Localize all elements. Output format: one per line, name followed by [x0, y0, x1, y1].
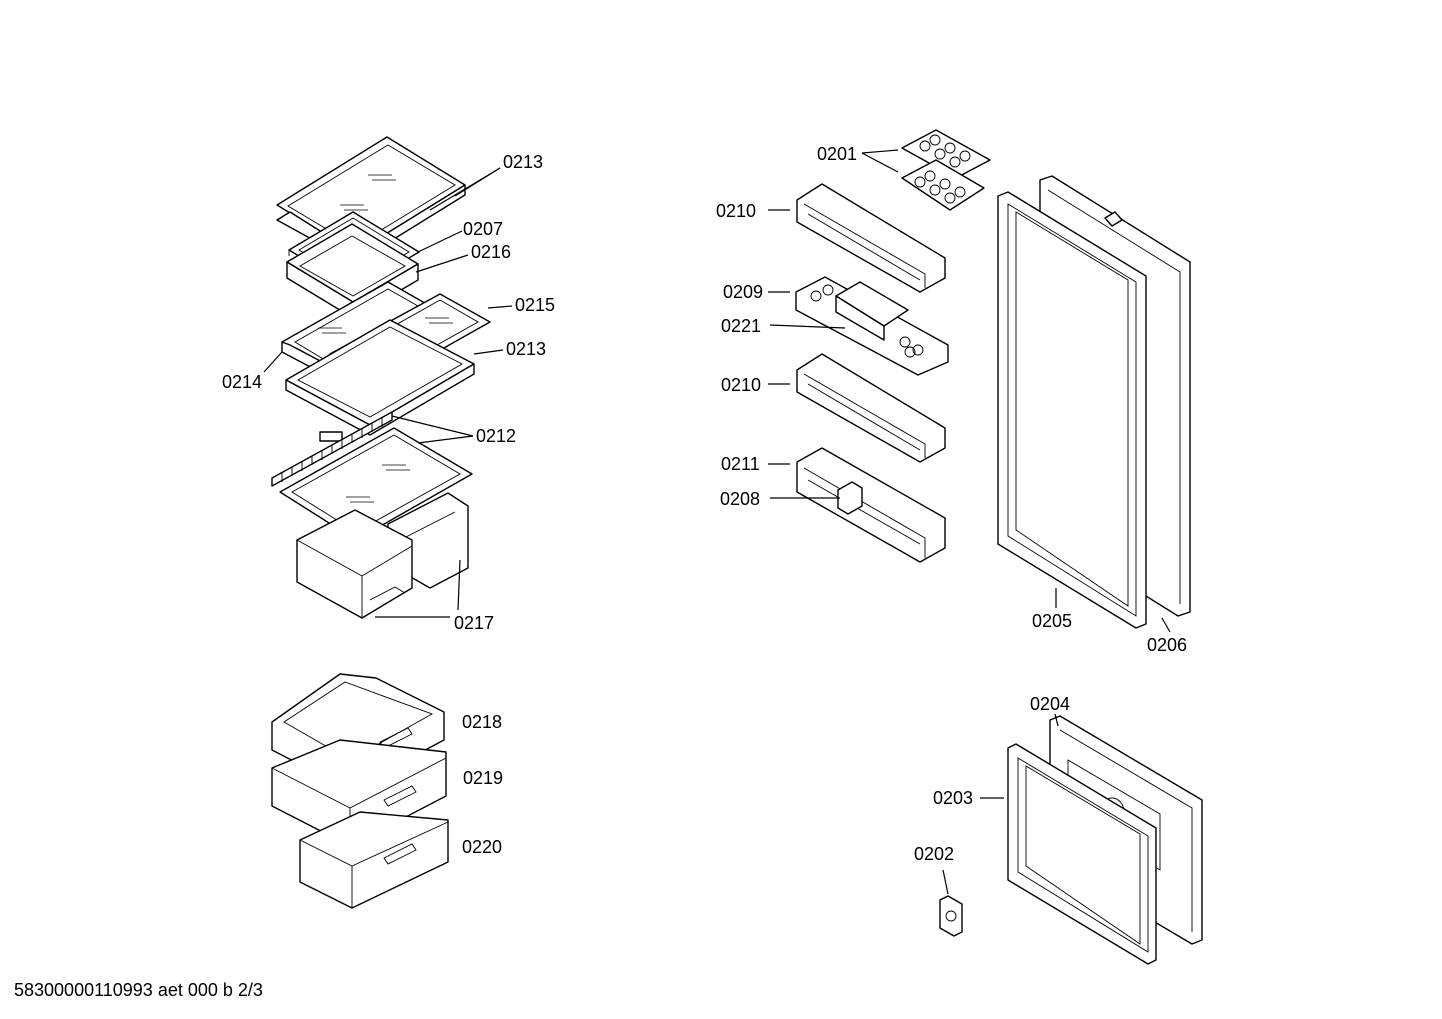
- leader-lines: [263, 149, 1171, 895]
- label-0206: 0206: [1147, 635, 1187, 655]
- label-0209: 0209: [723, 282, 763, 302]
- label-0205: 0205: [1032, 611, 1072, 631]
- freezer-drawers: [271, 673, 449, 909]
- door-bins: [795, 129, 991, 563]
- label-0201: 0201: [817, 144, 857, 164]
- drawer-0219: [271, 739, 447, 847]
- label-0210-upper: 0210: [716, 201, 756, 221]
- crisper-boxes-0217: [296, 492, 469, 619]
- label-0210-middle: 0210: [721, 375, 761, 395]
- door-bin-upper-0210: [796, 183, 946, 293]
- label-0220: 0220: [462, 837, 502, 857]
- fridge-door: [997, 175, 1191, 629]
- door-bin-middle-0210: [796, 353, 946, 463]
- label-0212: 0212: [476, 426, 516, 446]
- document-reference: 58300000110993 aet 000 b 2/3: [14, 980, 263, 1000]
- freezer-door: [1007, 715, 1203, 965]
- label-0203: 0203: [933, 788, 973, 808]
- part-0202: [939, 895, 963, 937]
- label-0207: 0207: [463, 219, 503, 239]
- label-0221: 0221: [721, 316, 761, 336]
- label-0217: 0217: [454, 613, 494, 633]
- butter-box-0209-0221: [795, 276, 949, 376]
- door-bin-lower-0211: [796, 447, 946, 563]
- label-0219: 0219: [463, 768, 503, 788]
- shelf-stack: [271, 136, 491, 619]
- drawer-0220: [299, 811, 449, 909]
- label-0204: 0204: [1030, 694, 1070, 714]
- door-gasket-0205: [997, 191, 1147, 629]
- label-0216: 0216: [471, 242, 511, 262]
- label-0215: 0215: [515, 295, 555, 315]
- label-0218: 0218: [462, 712, 502, 732]
- label-0214: 0214: [222, 372, 262, 392]
- label-0202: 0202: [914, 844, 954, 864]
- label-0208: 0208: [720, 489, 760, 509]
- egg-trays-0201: [901, 129, 991, 211]
- freezer-gasket-0203: [1007, 743, 1157, 965]
- part-labels: 0213 0207 0216 0215 0213 0214 0212 0217 …: [222, 144, 1187, 864]
- label-0211: 0211: [721, 454, 760, 474]
- label-0213-lower: 0213: [506, 339, 546, 359]
- label-0213-top: 0213: [503, 152, 543, 172]
